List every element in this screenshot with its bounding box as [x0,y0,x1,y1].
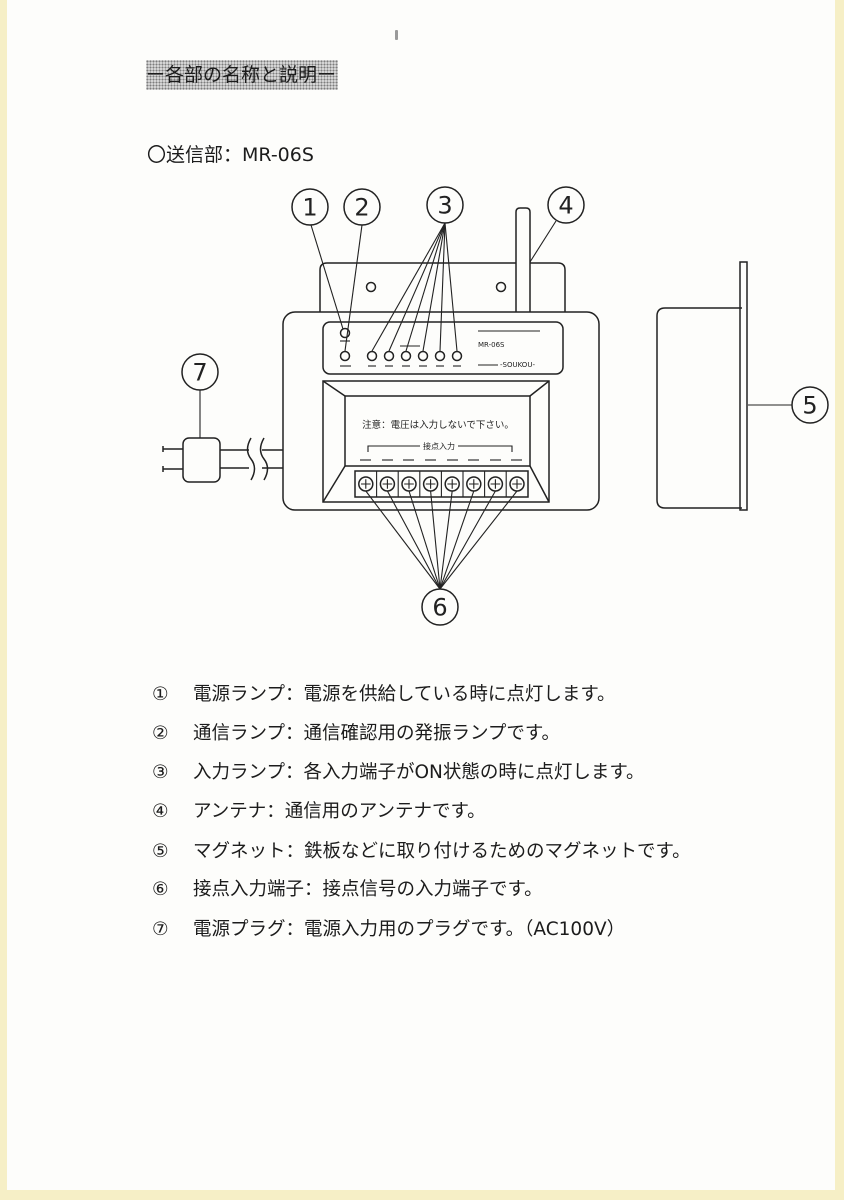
callout-2: 2 [343,188,381,226]
description-text: 入力ランプ：各入力端子がON状態の時に点灯します。 [193,762,645,783]
leader-line-6 [439,490,475,590]
terminal-frame-outer [322,380,550,503]
leader-line-3 [371,222,446,352]
section-title: ー各部の名称と説明ー [146,60,338,90]
power-cord-break [246,437,269,481]
leader-lines [199,220,792,590]
leader-line-6 [439,490,453,590]
description-item-power-plug: ⑦ 電源プラグ：電源入力用のプラグです。（AC100V） [152,917,625,943]
description-item-power-lamp: ① 電源ランプ：電源を供給している時に点灯します。 [152,682,616,708]
power-plug-body [182,437,221,483]
description-number: ① [152,684,169,705]
terminal-group-label: 接点入力 [423,441,455,451]
description-item-contact-terminal: ⑥ 接点入力端子：接点信号の入力端子です。 [152,877,543,903]
callout-number: 2 [354,194,369,222]
leader-line-3 [388,222,446,352]
input-lamp-6 [451,350,463,362]
callout-6: 6 [421,588,459,626]
description-text: マグネット：鉄板などに取り付けるためのマグネットです。 [193,841,691,862]
description-number: ⑦ [152,919,169,940]
callout-number: 5 [802,392,817,420]
leader-line-3 [422,222,446,352]
callout-4: 4 [547,186,585,224]
leader-line-6 [439,490,518,590]
mounting-hole-right [495,281,507,293]
description-text: 通信ランプ：通信確認用の発振ランプです。 [193,723,561,744]
callout-circle [791,386,829,424]
description-number: ⑤ [152,841,169,862]
input-lamp-2 [383,350,395,362]
callout-circle [291,188,329,226]
input-lamp-4 [417,350,429,362]
terminal-notice: 注意：電圧は入力しないで下さい。 [362,419,514,431]
callout-5: 5 [791,386,829,424]
callout-circle [421,588,459,626]
terminal-screws [358,471,525,497]
input-lamp-3 [400,350,412,362]
terminal-frame-bevel-right [529,380,550,397]
power-plug-prongs [162,446,183,472]
terminal-frame-inner [344,395,531,467]
callout-number: 7 [192,359,207,387]
leader-line-3 [405,222,446,352]
transmitter-heading: 〇送信部：MR-06S [147,144,314,166]
panel-brand-label: -SOUKOU- [500,361,535,369]
power-cord [220,449,283,469]
leader-line-6 [408,490,441,590]
leader-line-6 [430,490,441,590]
leader-line-4 [529,220,557,263]
paper-sheet [7,0,835,1190]
callout-circle [547,186,585,224]
terminal-frame-bevel-bottom-left [322,465,346,503]
description-item-input-lamp: ③ 入力ランプ：各入力端子がON状態の時に点灯します。 [152,760,645,786]
antenna [515,207,531,312]
description-number: ④ [152,801,169,822]
description-text: アンテナ：通信用のアンテナです。 [193,801,486,822]
callout-circle [426,186,464,224]
power-lamp [339,327,351,339]
callout-number: 1 [302,194,317,222]
callout-7: 7 [181,353,219,391]
leader-line-3 [444,222,458,352]
leader-line-6 [439,490,496,590]
description-item-communication-lamp: ② 通信ランプ：通信確認用の発振ランプです。 [152,721,560,747]
terminal-group-bracket [367,445,513,452]
leader-line-2 [344,224,363,352]
description-number: ② [152,723,169,744]
callout-1: 1 [291,188,329,226]
callout-number: 4 [558,192,573,220]
input-lamp-1 [366,350,378,362]
leader-line-3 [439,222,446,352]
mounting-plate [319,262,566,312]
scan-speck [395,30,398,40]
leader-line-6 [365,490,441,590]
lamp-panel [322,321,564,375]
description-text: 電源ランプ：電源を供給している時に点灯します。 [193,684,616,705]
callout-number: 3 [437,192,452,220]
callout-circle [181,353,219,391]
terminal-frame-bevel-bottom-right [529,465,550,503]
description-text: 接点入力端子：接点信号の入力端子です。 [193,879,543,900]
callout-3: 3 [426,186,464,224]
lamp-label-marks [340,330,540,367]
magnet-side-view [656,307,742,509]
leader-line-6 [386,490,441,590]
callout-number: 6 [432,594,447,622]
description-item-magnet: ⑤ マグネット：鉄板などに取り付けるためのマグネットです。 [152,839,691,865]
communication-lamp [339,350,351,362]
description-number: ③ [152,762,169,783]
input-lamp-5 [434,350,446,362]
terminal-frame-bevel-left [322,380,346,397]
magnet-mounting-plate [739,261,748,511]
callout-circle [343,188,381,226]
description-item-antenna: ④ アンテナ：通信用のアンテナです。 [152,799,486,825]
mounting-hole-left [365,281,377,293]
description-text: 電源プラグ：電源入力用のプラグです。（AC100V） [193,919,626,940]
device-diagram: MR-06S -SOUKOU- 注意：電圧は入力しないで下さい。 接点入力 [162,186,829,626]
leader-line-1 [310,224,344,330]
description-number: ⑥ [152,879,169,900]
panel-model-label: MR-06S [478,341,505,349]
